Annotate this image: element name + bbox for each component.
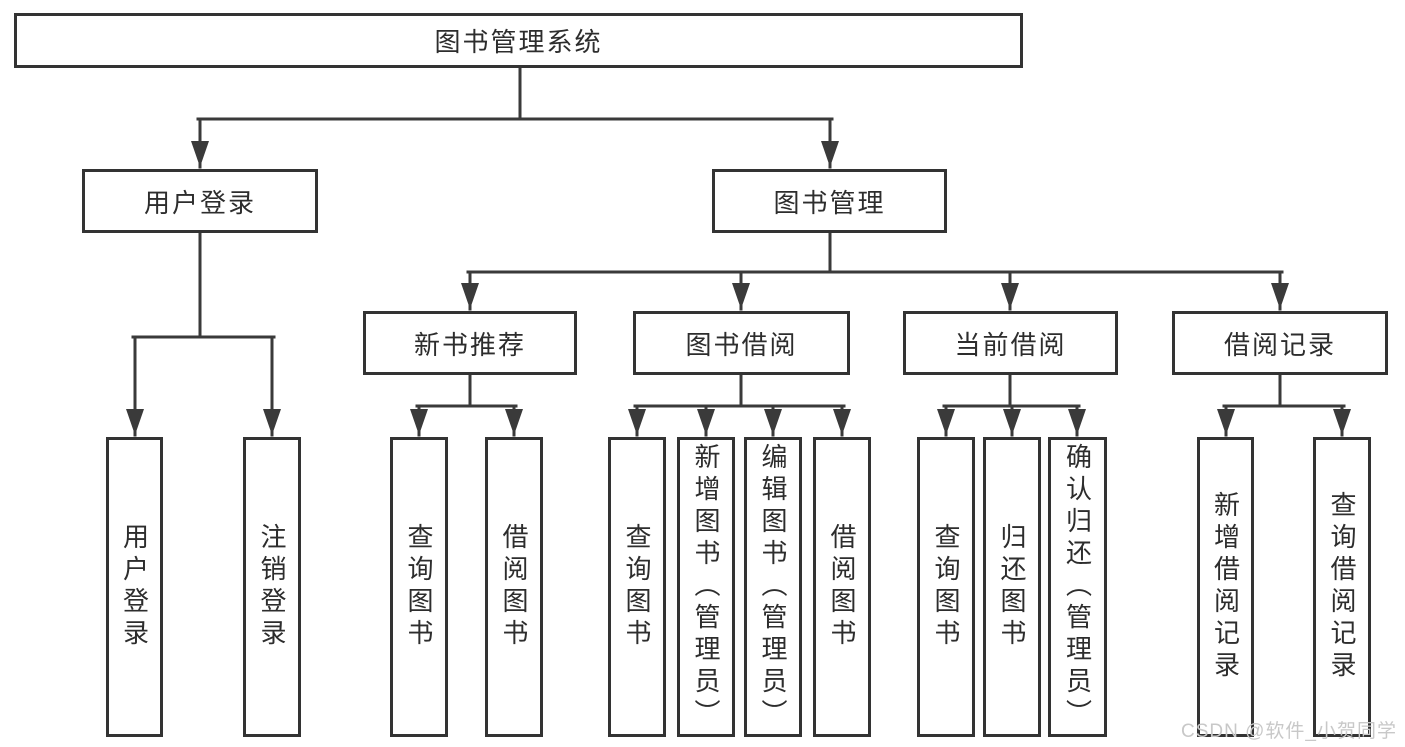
node-borrowing-records-label: 借阅记录 <box>1223 329 1336 360</box>
node-current-borrowing-label: 当前借阅 <box>954 329 1067 360</box>
node-leaf-query-books-current-label: 查询图书 <box>931 523 961 651</box>
connector-book-borrow-children <box>628 373 851 437</box>
node-book-borrowing: 图书借阅 <box>633 311 850 375</box>
connector-current-borrow-children <box>937 373 1086 437</box>
node-leaf-query-books-borrowing: 查询图书 <box>608 437 666 737</box>
node-book-borrowing-label: 图书借阅 <box>685 329 798 360</box>
node-leaf-add-borrow-record-label: 新增借阅记录 <box>1210 491 1241 683</box>
node-leaf-logout: 注销登录 <box>243 437 301 737</box>
connector-user-login-children <box>126 231 281 437</box>
node-new-book-recommend: 新书推荐 <box>363 311 577 375</box>
node-book-management-label: 图书管理 <box>773 187 886 218</box>
node-leaf-user-login-label: 用户登录 <box>119 523 150 651</box>
node-leaf-confirm-return-admin: 确认归还（管理员） <box>1048 437 1107 737</box>
node-leaf-confirm-return-admin-label: 确认归还（管理员） <box>1062 443 1093 731</box>
node-leaf-borrow-books: 借阅图书 <box>813 437 871 737</box>
node-leaf-edit-books-admin-label: 编辑图书（管理员） <box>758 443 788 731</box>
node-leaf-add-books-admin: 新增图书（管理员） <box>677 437 735 737</box>
node-current-borrowing: 当前借阅 <box>903 311 1118 375</box>
node-leaf-borrow-books-recommend: 借阅图书 <box>485 437 543 737</box>
node-leaf-query-borrow-record-label: 查询借阅记录 <box>1327 491 1357 683</box>
node-library-system: 图书管理系统 <box>14 13 1023 68</box>
node-borrowing-records: 借阅记录 <box>1172 311 1388 375</box>
connector-root-to-level2 <box>191 66 839 169</box>
node-leaf-user-login: 用户登录 <box>106 437 163 737</box>
node-leaf-query-books-current: 查询图书 <box>917 437 975 737</box>
connector-book-mgmt-children <box>461 231 1289 311</box>
connector-borrow-records-children <box>1217 373 1351 437</box>
node-leaf-query-borrow-record: 查询借阅记录 <box>1313 437 1371 737</box>
connector-new-book-children <box>410 373 523 437</box>
node-new-book-recommend-label: 新书推荐 <box>413 329 526 360</box>
node-leaf-query-books-recommend: 查询图书 <box>390 437 448 737</box>
node-leaf-query-books-borrowing-label: 查询图书 <box>622 523 652 651</box>
node-leaf-borrow-books-recommend-label: 借阅图书 <box>499 523 529 651</box>
node-user-login-label: 用户登录 <box>143 187 256 218</box>
node-book-management: 图书管理 <box>712 169 947 233</box>
watermark: CSDN @软件_小贺同学 <box>1181 721 1397 742</box>
node-library-system-label: 图书管理系统 <box>434 27 603 57</box>
node-leaf-query-books-recommend-label: 查询图书 <box>404 523 434 651</box>
node-leaf-return-books-label: 归还图书 <box>997 523 1027 651</box>
node-leaf-add-borrow-record: 新增借阅记录 <box>1197 437 1254 737</box>
node-leaf-borrow-books-label: 借阅图书 <box>827 523 857 651</box>
node-leaf-logout-label: 注销登录 <box>257 523 287 651</box>
node-leaf-edit-books-admin: 编辑图书（管理员） <box>744 437 802 737</box>
node-leaf-return-books: 归还图书 <box>983 437 1041 737</box>
node-user-login: 用户登录 <box>82 169 318 233</box>
node-leaf-add-books-admin-label: 新增图书（管理员） <box>691 443 721 731</box>
